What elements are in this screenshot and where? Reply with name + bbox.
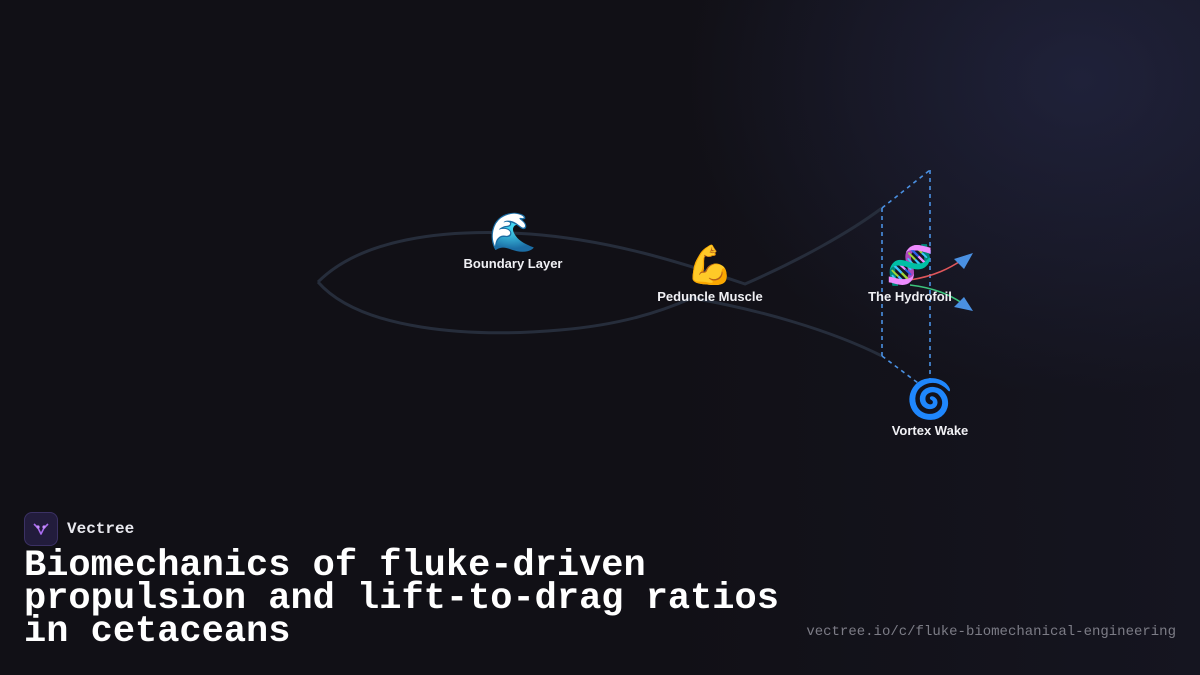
thrust-arrow [909, 284, 963, 304]
node-boundary-layer: 🌊 Boundary Layer [464, 210, 563, 271]
node-label: Vortex Wake [891, 423, 969, 438]
thrust-arrowhead [954, 297, 973, 311]
cyclone-icon: 🌀 [906, 377, 954, 421]
vectree-logo-icon [24, 512, 58, 546]
wave-icon: 🌊 [489, 210, 537, 254]
course-url[interactable]: vectree.io/c/fluke-biomechanical-enginee… [806, 624, 1176, 640]
page-title: Biomechanics of fluke-driven propulsion … [24, 545, 779, 653]
node-vortex-wake: 🌀 Vortex Wake [892, 377, 969, 438]
node-label: Peduncle Muscle [657, 289, 763, 304]
node-hydrofoil: 🧬 The Hydrofoil [868, 243, 952, 304]
flexed-bicep-icon: 💪 [686, 243, 734, 287]
node-label: Boundary Layer [463, 256, 563, 271]
fluke-frame [881, 169, 931, 387]
body-outline [316, 206, 883, 286]
node-label: The Hydrofoil [868, 289, 952, 304]
brand[interactable]: Vectree [24, 512, 134, 546]
brand-name: Vectree [67, 520, 135, 538]
dna-icon: 🧬 [886, 243, 934, 287]
body-outline-lower [316, 281, 883, 358]
node-peduncle-muscle: 💪 Peduncle Muscle [657, 243, 762, 304]
lift-arrowhead [954, 253, 973, 269]
